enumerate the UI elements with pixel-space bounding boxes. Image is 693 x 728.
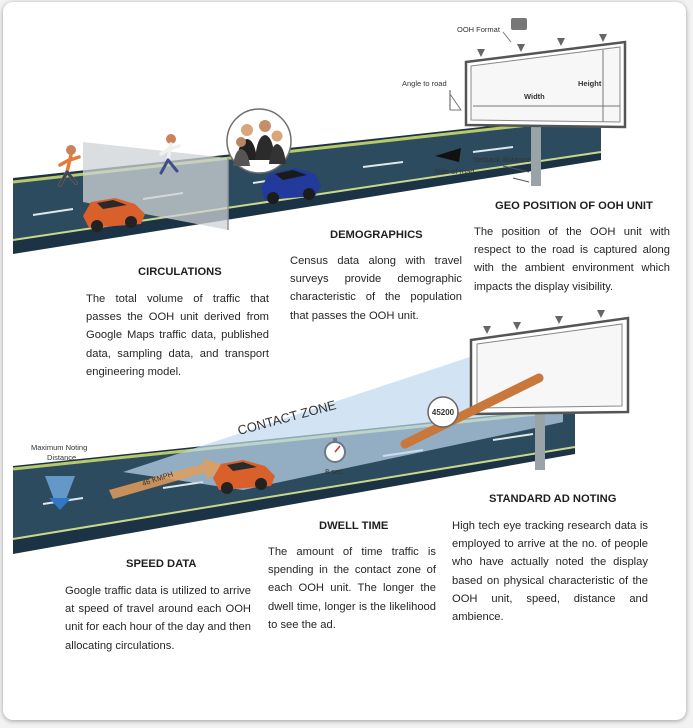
demographics-people-icon — [227, 109, 291, 173]
geo-position-title: GEO POSITION OF OOH UNIT — [495, 200, 653, 212]
circulations-body: The total volume of traffic that passes … — [86, 290, 269, 381]
dwell-time-body: The amount of time traffic is spending i… — [268, 543, 436, 634]
ooh-format-label: OOH Format — [457, 25, 501, 34]
ad-noting-count-label: 45200 — [432, 408, 455, 417]
geo-position-body: The position of the OOH unit with respec… — [474, 223, 670, 296]
circulations-title: CIRCULATIONS — [138, 266, 222, 278]
height-label: Height — [578, 79, 602, 88]
standard-ad-noting-title: STANDARD AD NOTING — [489, 493, 616, 505]
dwell-time-label: 8 sec — [325, 467, 343, 476]
width-label: Width — [524, 92, 545, 101]
ooh-format-icon — [511, 18, 527, 30]
angle-to-road-label: Angle to road — [402, 79, 447, 88]
side-of-road-label: Side of road — [434, 167, 474, 176]
standard-ad-noting-body: High tech eye tracking research data is … — [452, 517, 648, 626]
angle-to-road-marker — [450, 90, 461, 110]
speed-data-body: Google traffic data is utilized to arriv… — [65, 582, 251, 655]
setback-distance-label: Setback distance — [473, 155, 530, 164]
speed-data-title: SPEED DATA — [126, 558, 196, 570]
dwell-time-title: DWELL TIME — [319, 520, 388, 532]
infographic-card: OOH Format Angle to road Width Height Se… — [3, 2, 686, 720]
maximum-noting-distance-line-2: Distance — [47, 453, 76, 462]
demographics-title: DEMOGRAPHICS — [330, 229, 423, 241]
demographics-body: Census data along with travel surveys pr… — [290, 252, 462, 325]
maximum-noting-distance-line-1: Maximum Noting — [31, 443, 87, 452]
